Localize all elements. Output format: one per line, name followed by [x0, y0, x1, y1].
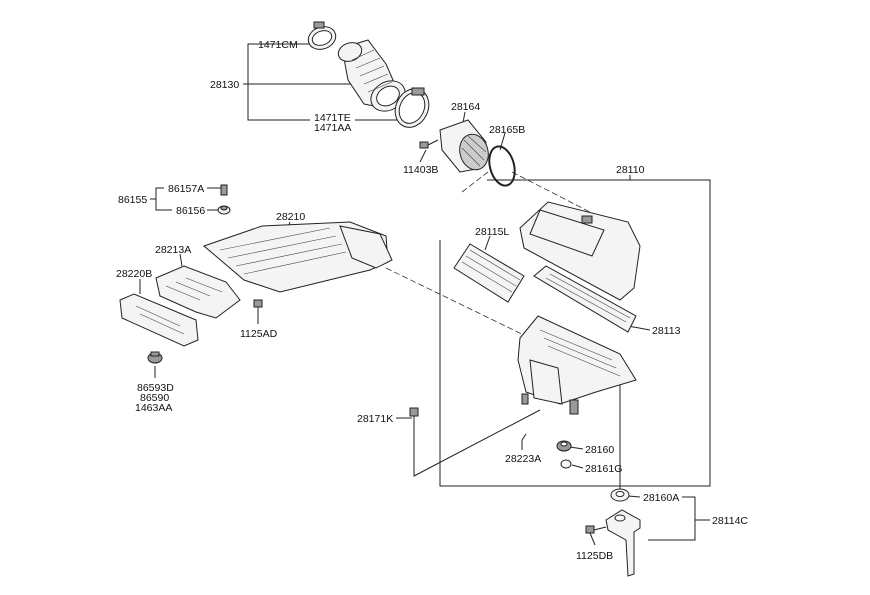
part-bracket-28114C	[605, 509, 641, 577]
part-panel-28113	[533, 265, 637, 333]
part-cleaner-cover-28110	[519, 201, 641, 301]
part-bolt-1125DB	[585, 525, 607, 534]
label-28223A: 28223A	[505, 453, 541, 465]
label-1125AD: 1125AD	[240, 328, 278, 340]
label-28164: 28164	[451, 101, 480, 113]
label-86157A: 86157A	[168, 183, 204, 195]
part-lower-case	[517, 315, 637, 415]
box-28110	[439, 179, 711, 487]
part-intake-duct-28210	[203, 221, 393, 293]
part-clamp-1471TE	[394, 87, 430, 128]
label-28210: 28210	[276, 211, 305, 223]
part-grommet-86156	[217, 205, 231, 215]
part-bracket-28220B	[119, 293, 199, 347]
bracket-28114C	[648, 496, 696, 541]
label-28160A: 28160A	[643, 492, 679, 504]
part-bolt-28171K	[409, 407, 419, 426]
label-28161G: 28161G	[585, 463, 622, 475]
bracket-28130	[247, 43, 310, 121]
label-1125DB: 1125DB	[576, 550, 613, 562]
label-28130: 28130	[210, 79, 239, 91]
part-filter-28115L	[453, 243, 525, 303]
part-clamp-1471CM	[307, 21, 337, 50]
label-86590: 86590	[140, 392, 169, 404]
label-1463AA: 1463AA	[135, 402, 172, 414]
label-11403B: 11403B	[403, 164, 438, 176]
part-bolt-1125AD	[253, 299, 263, 316]
label-28213A: 28213A	[155, 244, 191, 256]
label-28115L: 28115L	[475, 226, 509, 238]
part-grommet-28160	[556, 440, 572, 452]
part-bush-28161G	[560, 459, 572, 469]
label-86593D: 86593D	[137, 382, 174, 394]
part-bolt-11403B	[419, 139, 439, 149]
part-duct-lower-28213A	[155, 265, 241, 319]
label-28171K: 28171K	[357, 413, 393, 425]
part-bolt-86593D	[147, 351, 163, 364]
part-grommet-28160A	[610, 488, 630, 502]
label-1471TE: 1471TE	[314, 112, 351, 124]
label-1471AA: 1471AA	[314, 122, 351, 134]
part-intake-hose-28130	[337, 39, 406, 112]
dashed-lines	[385, 171, 591, 339]
label-1471CM: 1471CM	[258, 39, 298, 51]
label-28114C: 28114C	[712, 515, 748, 527]
part-oring-28165B	[488, 145, 516, 187]
label-86156: 86156	[176, 205, 205, 217]
label-86155: 86155	[118, 194, 147, 206]
label-28165B: 28165B	[489, 124, 525, 136]
part-pin-28223A	[521, 433, 527, 441]
label-28113: 28113	[652, 325, 681, 337]
part-clip-86157A	[220, 184, 228, 196]
label-28110: 28110	[616, 164, 645, 176]
part-labels: 1471CM 28130 1471TE 1471AA 28164 28165B …	[116, 39, 748, 562]
label-28160: 28160	[585, 444, 614, 456]
part-airflow-sensor-28164	[439, 119, 489, 173]
leader-lines	[139, 43, 711, 546]
label-28220B: 28220B	[116, 268, 152, 280]
